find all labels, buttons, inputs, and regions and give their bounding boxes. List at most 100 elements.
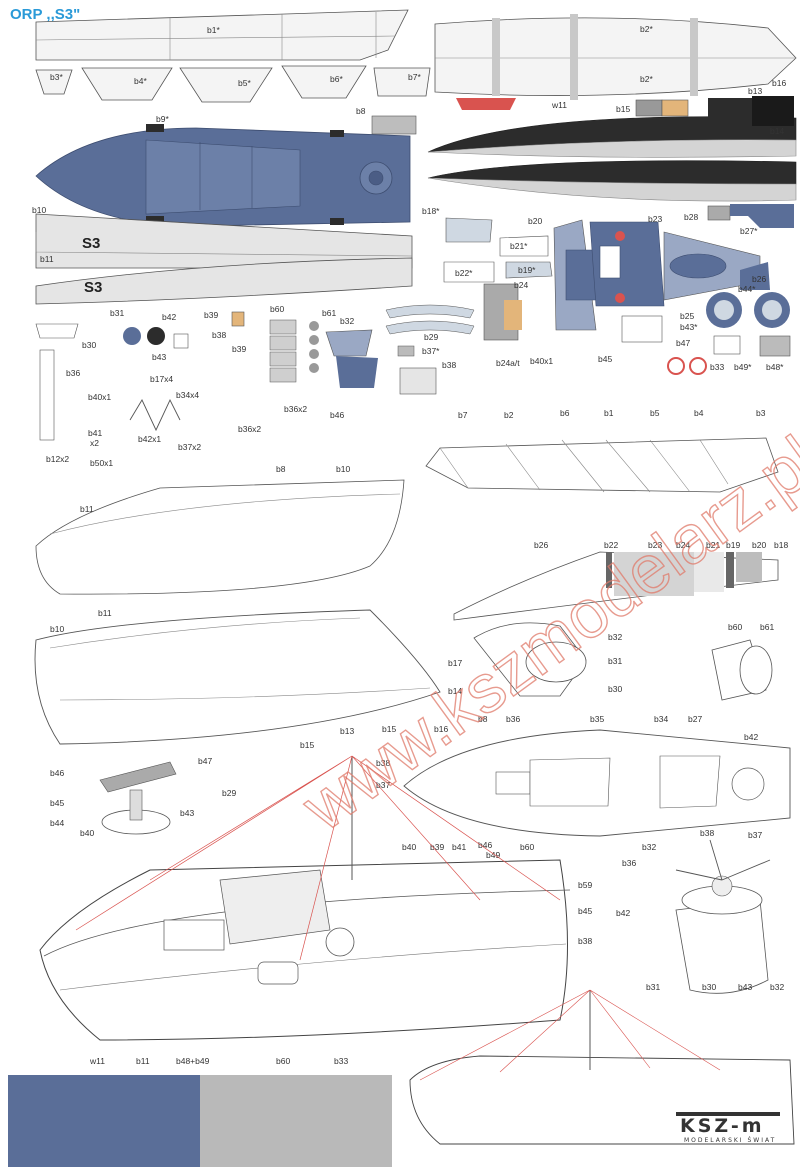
callout-turret-1: b38: [700, 828, 714, 838]
callout-turret-4: b31: [646, 982, 660, 992]
brand-logo: KSZ-m MODELARSKI ŚWIAT: [676, 1112, 780, 1144]
callout-main-model-8: b33: [334, 1056, 348, 1066]
label-b36: b36: [66, 368, 80, 378]
label-b10: b10: [32, 205, 46, 215]
part-w11-hull: w11 b15 b13 b16 b14: [427, 78, 797, 202]
label-b38: b38: [212, 330, 226, 340]
callout-strip-7: b18: [774, 540, 788, 550]
callout-deck-top-4: b5: [650, 408, 660, 418]
label-b43: b43: [152, 352, 166, 362]
label-b35: b36x2: [238, 424, 261, 434]
part-b1: b1*: [35, 9, 409, 61]
diagram-bottom-boat: [409, 989, 795, 1145]
label-b19: b19*: [518, 265, 536, 275]
label-b18: b18*: [422, 206, 440, 216]
callout-gun-3: b40: [80, 828, 94, 838]
label-b22: b22*: [455, 268, 473, 278]
label-b24a: b24a/t: [496, 358, 520, 368]
label-b5: b5*: [238, 78, 251, 88]
label-b40r: b40x1: [530, 356, 553, 366]
callout-deck-plan-5: b46: [478, 840, 492, 850]
label-b13: b13: [748, 86, 762, 96]
logo-subtext: MODELARSKI ŚWIAT: [684, 1137, 776, 1144]
label-b16: b16: [772, 78, 786, 88]
callout-deck-top-1: b2: [504, 410, 514, 420]
callout-hull-persp-3: b14: [448, 686, 462, 696]
callout-bridge-1: b31: [608, 656, 622, 666]
callout-strip-4: b21: [706, 540, 720, 550]
part-b2: b2* b2*: [434, 14, 797, 100]
s3-mark-b10: S3: [82, 235, 100, 252]
label-b7: b7*: [408, 72, 421, 82]
callout-gun-5: b43: [180, 808, 194, 818]
label-b43s: b43*: [680, 322, 698, 332]
label-b40: b40x1: [88, 392, 111, 402]
label-b45: b45: [598, 354, 612, 364]
callout-deck-plan-4: b41: [452, 842, 466, 852]
label-w11: w11: [551, 100, 567, 110]
callout-deck-plan-8: b32: [642, 842, 656, 852]
callout-hull-persp-0: b10: [50, 624, 64, 634]
label-b4: b4*: [134, 76, 147, 86]
color-swatch-grey: [200, 1075, 392, 1167]
callout-deck-plan-13: b27: [688, 714, 702, 724]
logo-text: KSZ-m: [680, 1115, 765, 1137]
callout-deck-top-5: b4: [694, 408, 704, 418]
callout-deck-plan-1: b37: [376, 780, 390, 790]
callout-deck-top-3: b1: [604, 408, 614, 418]
label-b15: b15: [616, 104, 630, 114]
callout-hull-persp-5: b15: [382, 724, 396, 734]
label-b11: b11: [40, 254, 54, 264]
parts-b3-b8: b3* b4* b5* b6* b7* b8: [35, 65, 431, 135]
label-b44: b44*: [738, 284, 756, 294]
label-b20: b20: [528, 216, 542, 226]
callout-rings-0: b60: [728, 622, 742, 632]
label-b6: b6*: [330, 74, 343, 84]
callout-strip-2: b23: [648, 540, 662, 550]
label-b30: b30: [82, 340, 96, 350]
callout-deck-plan-10: b36: [506, 714, 520, 724]
label-b46: b46: [330, 410, 344, 420]
label-b32: b32: [340, 316, 354, 326]
callout-bridge-0: b32: [608, 632, 622, 642]
callout-hull-persp-1: b11: [98, 608, 112, 618]
label-b14: b14: [770, 126, 784, 136]
callout-strip-0: b26: [534, 540, 548, 550]
callout-deck-plan-7: b60: [520, 842, 534, 852]
callout-hull-persp-7: b15: [300, 740, 314, 750]
label-b41: b41: [88, 428, 102, 438]
label-b28: b28: [684, 212, 698, 222]
callout-strip-5: b19: [726, 540, 740, 550]
callout-hull-persp-4: b16: [434, 724, 448, 734]
callout-deck-plan-2: b40: [402, 842, 416, 852]
callout-deck-top-0: b7: [458, 410, 468, 420]
callout-turret-0: b36: [622, 858, 636, 868]
label-b50: b50x1: [90, 458, 113, 468]
part-b9-deck: b9*: [35, 114, 411, 227]
callout-deck-plan-11: b35: [590, 714, 604, 724]
color-swatch-blue: [8, 1075, 200, 1167]
callout-main-model-6: b48+b49: [176, 1056, 210, 1066]
label-b2-top: b2*: [640, 24, 653, 34]
page-title: ORP ,,S3": [10, 6, 81, 23]
callout-main-model-0: b29: [222, 788, 236, 798]
label-b48: b48*: [766, 362, 784, 372]
callout-gun-4: b47: [198, 756, 212, 766]
label-b49: b49*: [734, 362, 752, 372]
callout-gun-0: b46: [50, 768, 64, 778]
label-b3: b3*: [50, 72, 63, 82]
label-b8: b8: [356, 106, 366, 116]
label-b42x1: b42x1: [138, 434, 161, 444]
callout-hull-persp-6: b13: [340, 726, 354, 736]
label-b47: b47: [676, 338, 690, 348]
label-b61: b61: [322, 308, 336, 318]
label-b33: b33: [710, 362, 724, 372]
callout-hull-side-1: b10: [336, 464, 350, 474]
callout-main-model-3: b38: [578, 936, 592, 946]
part-b10-b11: S3 b10 S3 b11: [32, 205, 413, 305]
